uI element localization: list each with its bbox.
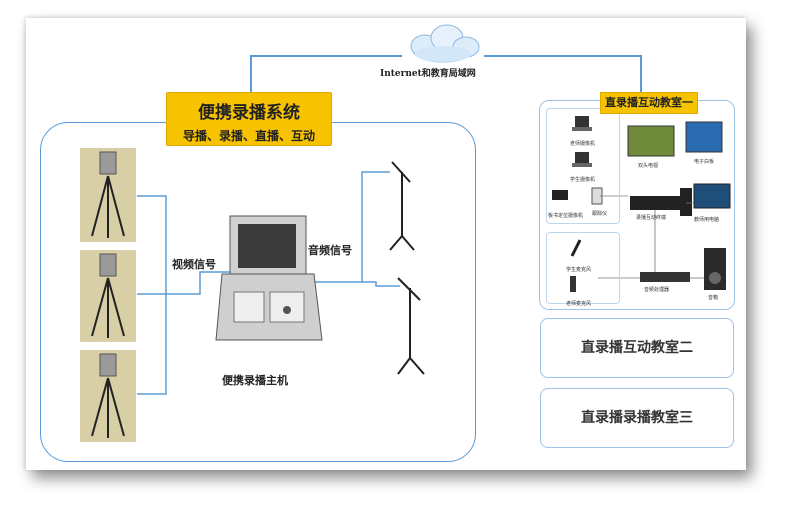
portable-system-title: 便携录播系统 [198, 103, 300, 123]
host-label: 便携录播主机 [222, 374, 288, 387]
classroom-three-title: 直录播录播教室三 [581, 410, 693, 426]
portable-system-frame [40, 122, 476, 462]
audio-line-bottom [362, 281, 400, 287]
e-whiteboard-label: 电子白板 [694, 159, 715, 165]
video-line-bottom [137, 294, 167, 395]
student-mic-icon [570, 239, 582, 257]
recording-terminal-icon [630, 196, 686, 210]
classroom-three-box: 直录播录播教室三 [540, 388, 734, 448]
portable-system-subtitle: 导播、录播、直播、互动 [182, 129, 315, 143]
audio-line-top [306, 171, 390, 283]
video-signal-label: 视频信号 [172, 258, 216, 271]
speaker-icon [704, 248, 726, 290]
mic-group-frame [546, 232, 620, 304]
locator-label: 跟踪仪 [592, 211, 608, 217]
video-line-to-host [166, 271, 230, 295]
portable-system-title-box: 便携录播系统 导播、录播、直播、互动 [166, 92, 332, 146]
network-label: Internet和教育局域网 [380, 69, 476, 79]
audio-processor-label: 音频处理器 [644, 287, 670, 293]
tripod-camera-icon [80, 148, 136, 242]
camera-group-frame [546, 108, 620, 224]
e-whiteboard-icon [685, 121, 723, 153]
student-camera-icon [572, 152, 592, 167]
student-camera-label: 学生摄像机 [570, 177, 596, 183]
board-camera-label: 板书定位摄像机 [548, 213, 584, 219]
teacher-pc-icon [680, 183, 731, 216]
classroom-two-box: 直录播互动教室二 [540, 318, 734, 378]
dual-tv-icon [627, 125, 675, 157]
tripod-camera-icon [80, 250, 136, 342]
link-portable-to-network [250, 55, 402, 92]
teacher-mic-label: 老师麦克风 [566, 301, 592, 307]
speaker-label: 音箱 [708, 295, 719, 301]
teacher-mic-icon [570, 276, 576, 292]
microphone-stand-icon [397, 277, 425, 375]
teacher-camera-icon [572, 116, 592, 131]
audio-processor-icon [640, 272, 690, 282]
dual-tv-label: 双头电视 [638, 163, 659, 169]
audio-signal-label: 音频信号 [308, 244, 352, 257]
classroom-two-title: 直录播互动教室二 [581, 340, 693, 356]
tripod-camera-icon [80, 350, 136, 442]
microphone-stand-icon [389, 161, 415, 251]
teacher-camera-label: 老师摄像机 [570, 141, 596, 147]
portable-host-icon [215, 215, 323, 341]
link-network-to-classroom [484, 55, 642, 92]
teacher-pc-label: 教师用电脑 [694, 217, 720, 223]
student-mic-label: 学生麦克风 [566, 267, 592, 273]
board-camera-icon [552, 190, 568, 200]
recording-terminal-label: 录播互动终端 [636, 215, 667, 221]
cloud-icon [410, 24, 480, 63]
video-line-top [137, 195, 167, 294]
classroom-one-title: 直录播互动教室一 [600, 92, 698, 114]
